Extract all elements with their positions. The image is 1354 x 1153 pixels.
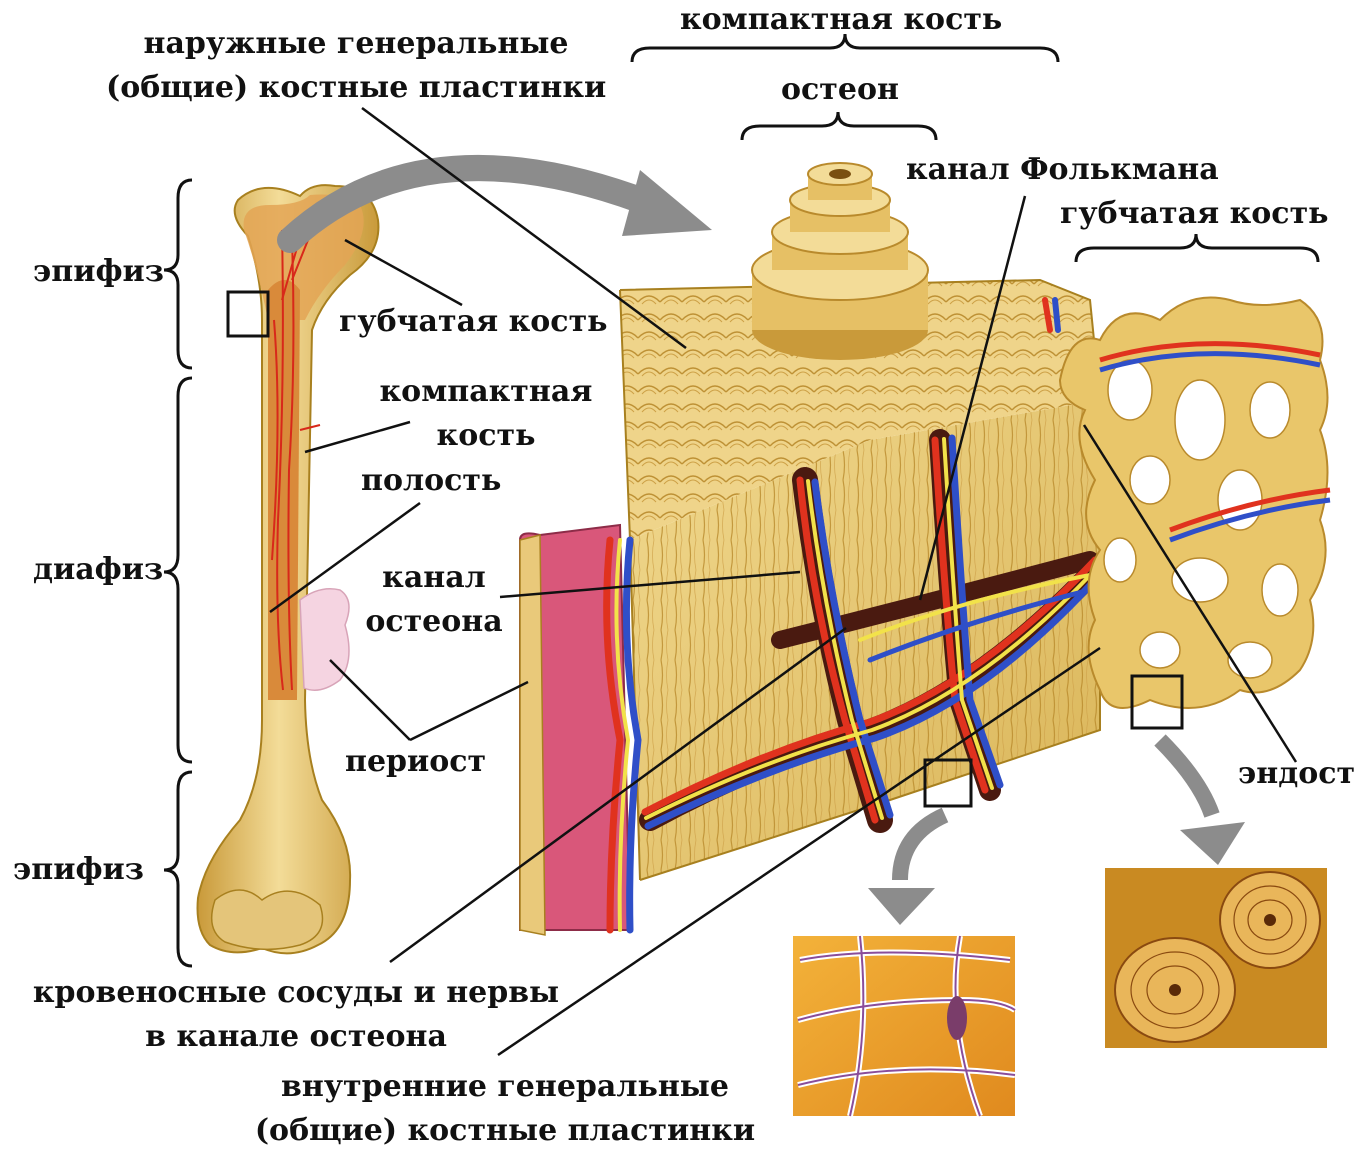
osteocyte-nucleus (947, 996, 967, 1040)
brace-osteon (742, 112, 936, 140)
osteon-canal-line-1: канал (364, 556, 504, 600)
compact-bone-label: компактная кость (680, 0, 1002, 42)
osteon-canal-line-2: остеона (364, 600, 504, 644)
compact-left-line-1: компактная (368, 370, 604, 414)
medullary-cavity (268, 280, 300, 700)
vessels-label: кровеносные сосуды и нервы в канале осте… (30, 971, 562, 1059)
vessels-line-2: в канале остеона (30, 1015, 562, 1059)
diaphysis-label: диафиз (33, 548, 163, 592)
volkmann-canal-label: канал Фолькмана (906, 148, 1219, 192)
inner-lamellae-line-2: (общие) костные пластинки (250, 1109, 760, 1153)
inner-lamellae-label: внутренние генеральные (общие) костные п… (250, 1065, 760, 1153)
epiphysis-top-label: эпифиз (33, 250, 164, 294)
brace-diaphysis (164, 378, 192, 762)
leader-spongy-left (345, 240, 462, 305)
brace-spongy (1076, 234, 1318, 262)
leader-periosteum (330, 660, 410, 740)
inner-lamellae-line-1: внутренние генеральные (250, 1065, 760, 1109)
periosteum-label: периост (345, 740, 486, 784)
osteon-canal-label: канал остеона (364, 556, 504, 644)
endosteum-label: эндост (1238, 752, 1354, 796)
vessels-line-1: кровеносные сосуды и нервы (30, 971, 562, 1015)
distal-epiphysis-shade (212, 890, 323, 949)
brace-epiphysis-top (164, 180, 192, 368)
spongy-bone-right-label: губчатая кость (1060, 192, 1329, 236)
osteocyte-inset (793, 936, 1015, 1116)
compact-bone-block (520, 163, 1100, 935)
osteon-cross-section-inset (1105, 868, 1327, 1048)
compact-bone-left-label: компактная кость (368, 370, 604, 458)
compact-left-line-2: кость (368, 414, 604, 458)
epiphysis-bottom-label: эпифиз (13, 848, 144, 892)
osteon-label: остеон (781, 68, 899, 112)
spongy-bone (1060, 298, 1330, 729)
outer-lamellae-line-1: наружные генеральные (106, 22, 606, 66)
osteon-cylinders (752, 163, 928, 360)
outer-lamellae-label: наружные генеральные (общие) костные пла… (106, 22, 606, 110)
periosteum-flap (300, 589, 349, 690)
spongy-bone-left-label: губчатая кость (339, 300, 608, 344)
leader-periosteum-2 (410, 682, 528, 740)
cavity-label: полость (361, 459, 501, 503)
brace-epiphysis-bottom (164, 772, 192, 966)
outer-lamellae-line-2: (общие) костные пластинки (106, 66, 606, 110)
